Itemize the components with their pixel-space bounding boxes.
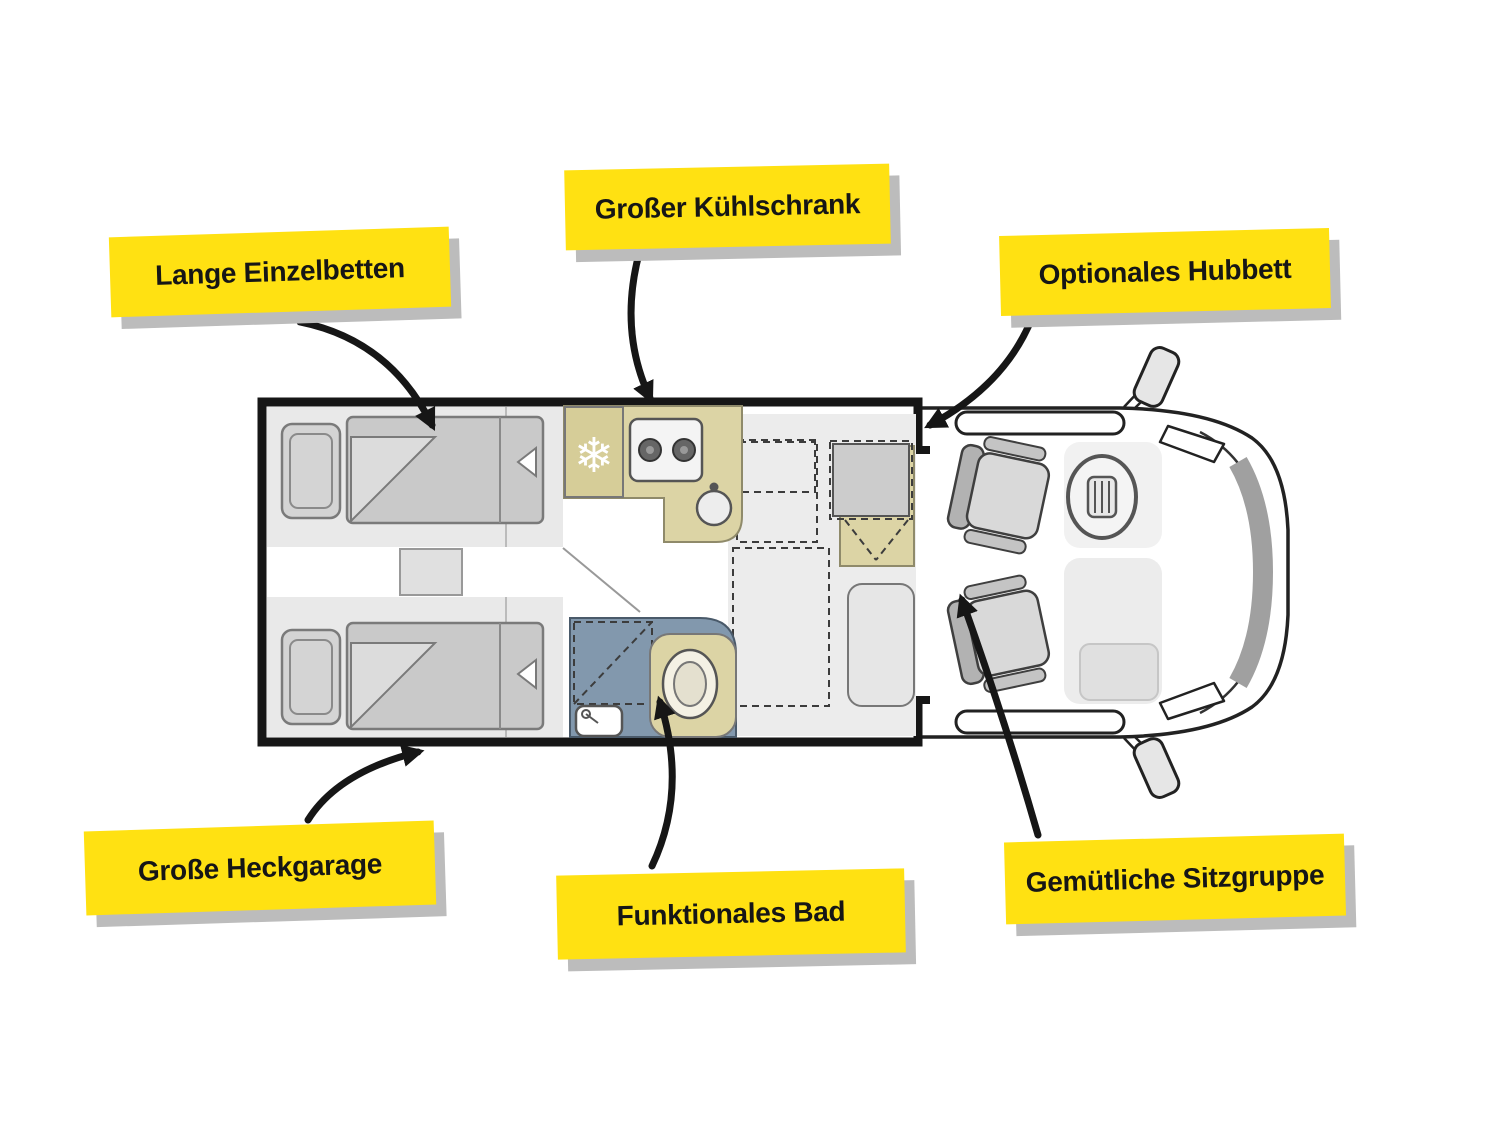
arrow-kuehlschrank [627, 246, 654, 405]
cab-section [916, 346, 1290, 799]
callout-arrows [296, 246, 1042, 870]
dinette [728, 414, 916, 736]
arrow-einzelbetten [296, 318, 436, 432]
label-heckgarage: Große Heckgarage [83, 820, 437, 916]
engine-hump [1079, 643, 1159, 701]
door-window-bottom [954, 709, 1126, 735]
label-einzelbetten: Lange Einzelbetten [108, 226, 452, 318]
dinette-seat [832, 443, 910, 517]
blanket-fold-top [350, 436, 438, 524]
wall-end-bottom [906, 696, 930, 704]
arrow-sitzgruppe [956, 593, 1042, 839]
stove [628, 417, 704, 483]
bathroom [569, 617, 737, 738]
kitchen-sink [695, 489, 733, 527]
reading-light-top [516, 445, 537, 479]
steering-wheel [1066, 454, 1138, 540]
pillow-top [280, 422, 342, 520]
living-area: ❄ [257, 397, 930, 747]
rear-beds [267, 407, 563, 737]
headlight-bottom [1158, 681, 1226, 721]
arrow-hubbett [924, 314, 1036, 429]
headlight-top [1158, 424, 1226, 464]
label-kuehlschrank: Großer Kühlschrank [564, 163, 891, 251]
bedside-table [399, 548, 463, 596]
bathroom-sink [574, 704, 624, 738]
fridge [564, 406, 624, 498]
wall-end-top [906, 446, 930, 454]
windshield [1229, 456, 1274, 689]
reading-light-bottom [516, 657, 537, 691]
snowflake-icon: ❄ [574, 428, 614, 484]
door-swing-line [562, 547, 641, 613]
kitchen-faucet [709, 482, 719, 492]
door-window-top [954, 410, 1126, 436]
shower [573, 621, 653, 705]
mirror-bottom [1123, 735, 1181, 799]
mirror-top [1123, 346, 1181, 410]
bed-bottom [280, 621, 545, 731]
bed-top [280, 415, 545, 525]
label-bad: Funktionales Bad [556, 868, 906, 960]
pillow-bottom [280, 628, 342, 726]
label-sitzgruppe: Gemütliche Sitzgruppe [1003, 833, 1347, 925]
label-hubbett: Optionales Hubbett [999, 227, 1331, 317]
arrow-bad [648, 695, 676, 870]
dinette-table [732, 547, 830, 707]
blanket-fold-bottom [350, 642, 438, 730]
arrow-heckgarage [304, 744, 425, 824]
kitchen: ❄ [562, 405, 743, 613]
dinette-bench [847, 583, 915, 707]
